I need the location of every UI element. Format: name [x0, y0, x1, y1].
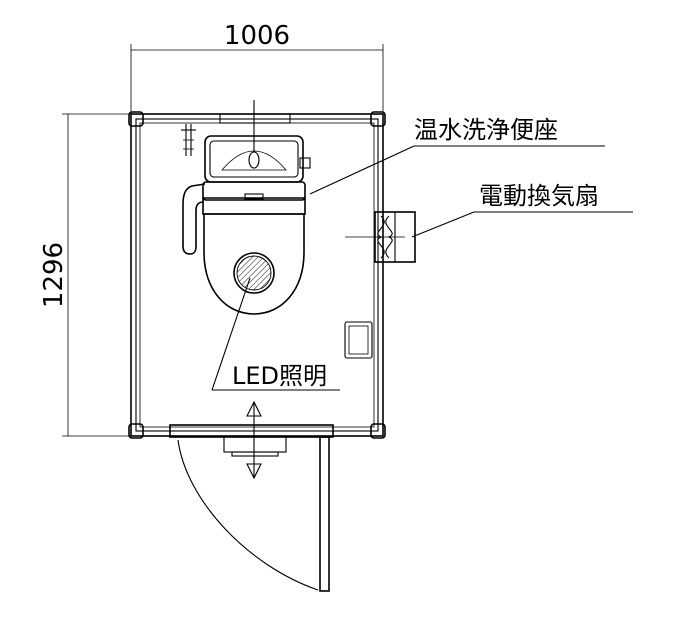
depth-dimension: 1296	[39, 113, 130, 437]
width-dimension: 1006	[130, 21, 384, 112]
callout-led-label: LED照明	[232, 362, 327, 390]
wall-fixture	[344, 321, 373, 359]
corner-post	[128, 111, 144, 127]
callout-led-light: LED照明	[211, 277, 340, 391]
corner-post	[128, 423, 144, 439]
double-arrow-icon	[246, 400, 262, 480]
paper-holder	[181, 124, 196, 156]
corner-post	[370, 423, 386, 439]
callout-bidet-seat: 温水洗浄便座	[309, 116, 605, 195]
callout-fan-label: 電動換気扇	[479, 182, 599, 210]
toilet-tank	[204, 100, 311, 183]
corner-post	[370, 111, 386, 127]
toilet-bowl	[182, 181, 306, 315]
depth-value: 1296	[39, 242, 69, 308]
door	[169, 424, 334, 592]
fan-icon	[345, 211, 416, 263]
led-light-fixture	[233, 252, 275, 294]
callout-ventilation-fan: 電動換気扇	[411, 182, 633, 238]
callout-bidet-seat-label: 温水洗浄便座	[414, 116, 558, 144]
width-value: 1006	[224, 21, 290, 51]
